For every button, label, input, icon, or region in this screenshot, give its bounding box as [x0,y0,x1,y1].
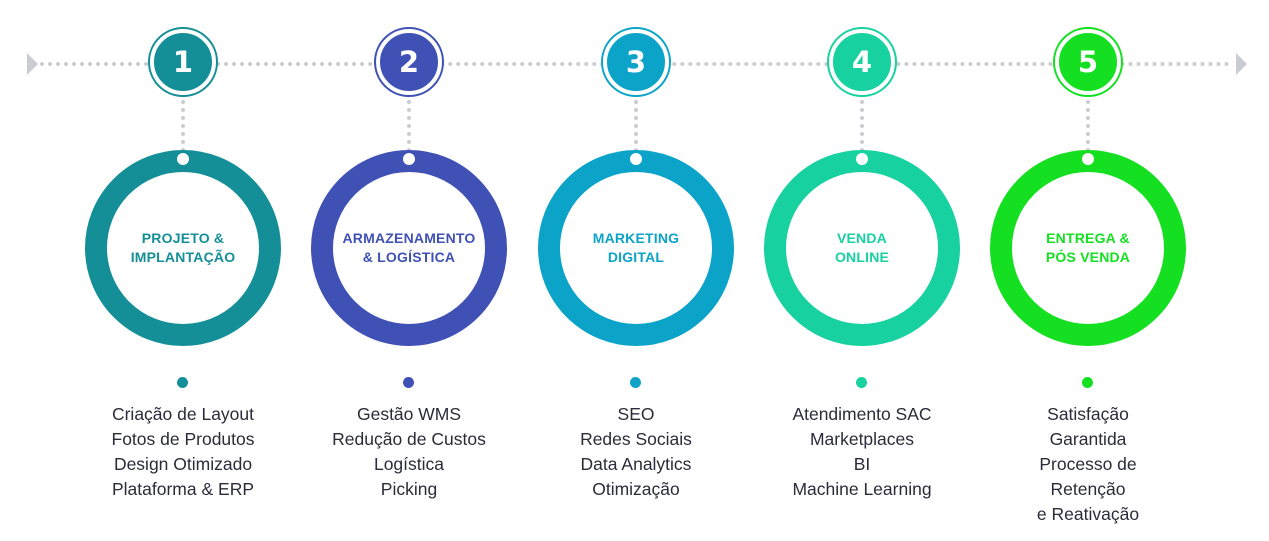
step-title-line: IMPLANTAÇÃO [130,249,236,265]
list-item: SEO [617,404,655,424]
step-number-badge: 5 [1055,29,1121,95]
ring-connector-dot [856,153,868,165]
step-number-badge: 3 [603,29,669,95]
step-connector-line [860,100,864,152]
step-number: 1 [172,45,194,79]
list-item: Garantida [1049,429,1127,449]
step-number: 3 [625,45,647,79]
step-connector-line [181,100,185,152]
step-title: PROJETO & IMPLANTAÇÃO [107,229,259,267]
step-title: MARKETING DIGITAL [560,229,712,267]
step-number-badge: 2 [376,29,442,95]
list-item: Criação de Layout [111,404,255,424]
list-item: Redes Sociais [580,429,692,449]
step-title-line: DIGITAL [607,249,665,265]
step-title-line: PÓS VENDA [1045,249,1131,265]
ring-connector-dot [403,153,415,165]
step-ring: PROJETO & IMPLANTAÇÃO [85,150,281,346]
list-item: e Reativação [1036,504,1140,524]
step-bullet-dot [856,377,867,388]
timeline-end-arrow-icon [1236,53,1247,75]
step-bullet-dot [1082,377,1093,388]
list-item: BI [853,454,871,474]
list-item: Gestão WMS [356,404,462,424]
step-connector-line [634,100,638,152]
list-item: Machine Learning [792,479,932,499]
step-title-line: & LOGÍSTICA [362,249,456,265]
step-number: 4 [851,45,873,79]
list-item: Atendimento SAC [792,404,932,424]
list-item: Redução de Custos [332,429,486,449]
list-item: Processo de [1039,454,1137,474]
step-bullet-dot [630,377,641,388]
list-item: Data Analytics [580,454,692,474]
ring-connector-dot [1082,153,1094,165]
step-title-line: ARMAZENAMENTO [342,230,476,246]
step-ring: ENTREGA & PÓS VENDA [990,150,1186,346]
step-connector-line [407,100,411,152]
step-number: 5 [1077,45,1099,79]
step-number: 2 [398,45,420,79]
step-ring: MARKETING DIGITAL [538,150,734,346]
list-item: Logística [373,454,445,474]
step-number-badge: 4 [829,29,895,95]
list-item: Marketplaces [809,429,915,449]
step-ring: VENDA ONLINE [764,150,960,346]
ring-connector-dot [630,153,642,165]
list-item: Retenção [1050,479,1126,499]
list-item: Satisfação [1047,404,1129,424]
step-bullet-dot [403,377,414,388]
list-item: Design Otimizado [113,454,253,474]
timeline-start-arrow-icon [27,53,38,75]
step-title-line: ENTREGA & [1046,230,1130,246]
step-title-line: VENDA [836,230,887,246]
step-title: VENDA ONLINE [786,229,938,267]
list-item: Picking [380,479,438,499]
step-title-line: ONLINE [834,249,890,265]
step-title: ENTREGA & PÓS VENDA [1012,229,1164,267]
ring-connector-dot [177,153,189,165]
step-title-line: MARKETING [592,230,680,246]
step-number-badge: 1 [150,29,216,95]
step-ring: ARMAZENAMENTO & LOGÍSTICA [311,150,507,346]
step-title-line: PROJETO & [141,230,225,246]
step-connector-line [1086,100,1090,152]
list-item: Fotos de Produtos [111,429,255,449]
list-item: Otimização [592,479,680,499]
step-title: ARMAZENAMENTO & LOGÍSTICA [333,229,485,267]
step-bullet-dot [177,377,188,388]
list-item: Plataforma & ERP [112,479,254,499]
